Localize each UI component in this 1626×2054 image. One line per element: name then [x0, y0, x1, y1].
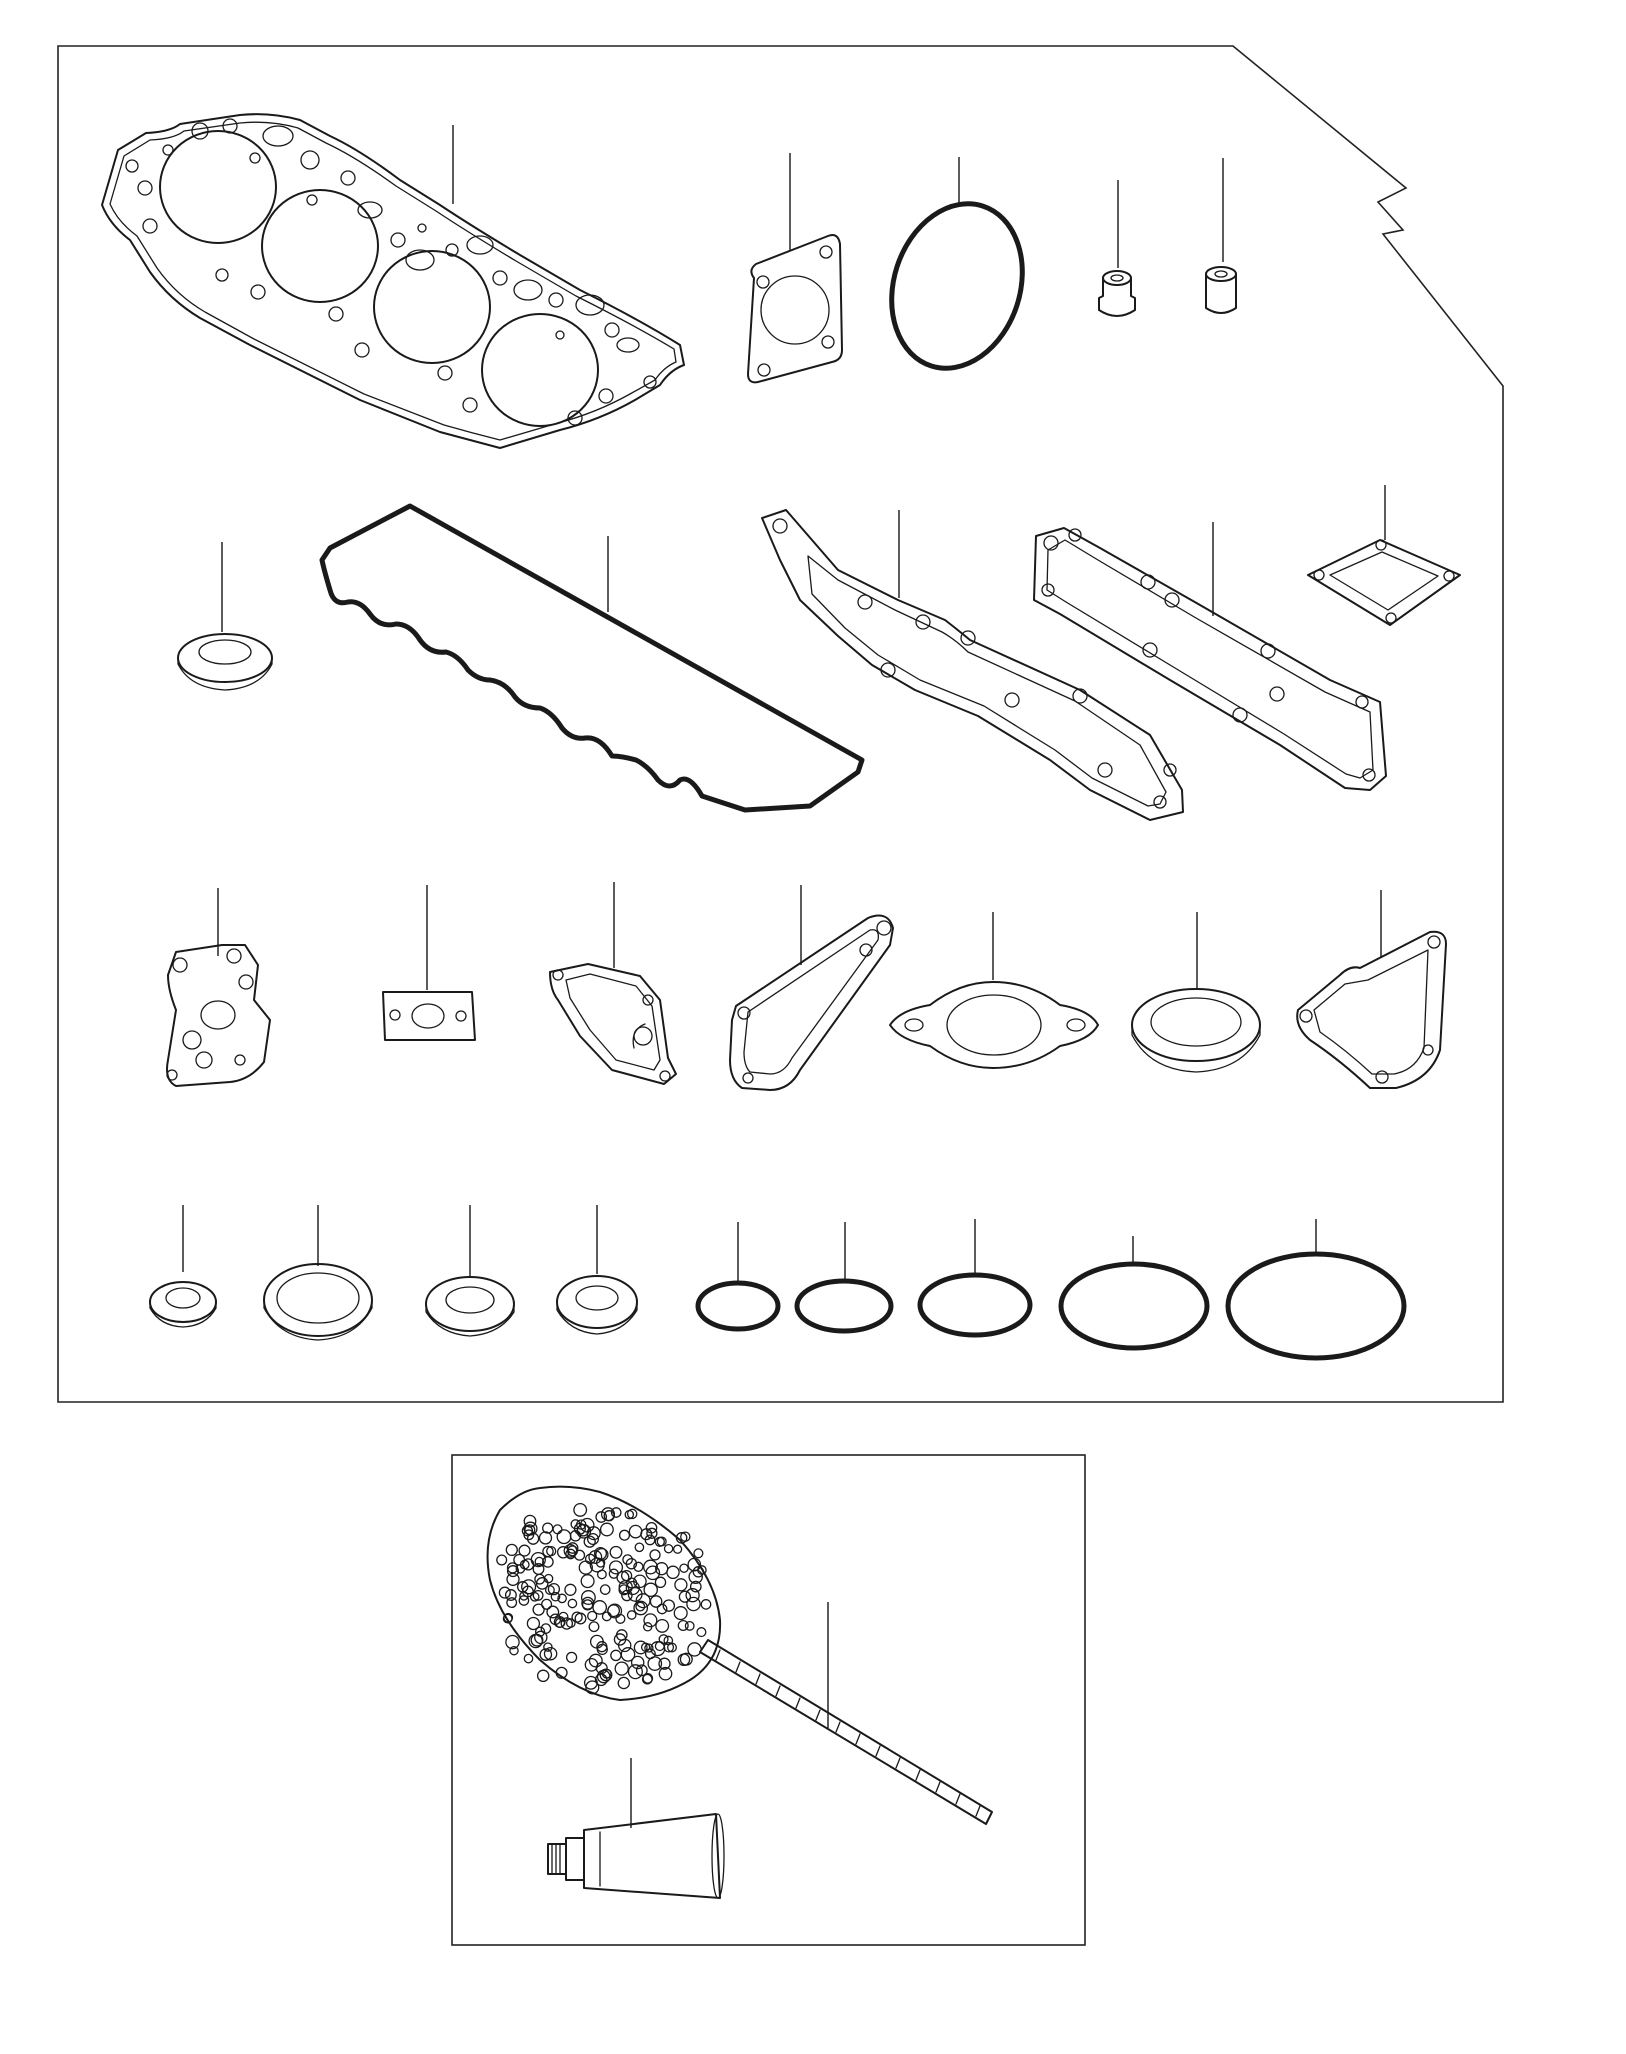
sealing-ring	[1131, 912, 1261, 1073]
washer-large	[263, 1205, 373, 1341]
o-ring-5	[1225, 1219, 1407, 1361]
large-o-ring	[889, 157, 1025, 371]
sealant-tube	[547, 1758, 725, 1899]
o-ring-1	[695, 1222, 781, 1332]
exhaust-manifold-gasket	[761, 509, 1184, 821]
rocker-cover-gasket	[319, 503, 865, 813]
oil-seal-washer	[177, 542, 273, 691]
intake-manifold-gasket	[1033, 522, 1387, 791]
cylinder-hone-brush	[486, 1485, 993, 1825]
o-ring-2	[794, 1222, 894, 1334]
valve-stem-seal	[1098, 180, 1136, 317]
washer-medium-2	[556, 1205, 638, 1335]
main-panel-border	[57, 45, 1504, 1403]
o-ring-4	[1058, 1236, 1210, 1351]
cylinder-head-gasket	[101, 113, 685, 449]
washer-medium	[425, 1205, 515, 1337]
thermostat-housing-gasket	[747, 153, 843, 384]
small-oval-gasket	[382, 885, 476, 1041]
abrasive-balls	[496, 1502, 712, 1695]
washer-small	[149, 1205, 217, 1328]
valve-guide-seal	[1205, 158, 1237, 314]
o-ring-3	[917, 1219, 1033, 1338]
square-flange-gasket	[1307, 485, 1461, 626]
water-outlet-gasket	[1296, 890, 1447, 1089]
oil-cooler-gasket	[549, 882, 677, 1085]
inset-panel-border	[451, 1454, 1086, 1946]
water-pump-gasket	[166, 888, 271, 1087]
triangular-bracket-gasket	[729, 885, 894, 1091]
two-bolt-flange-gasket	[889, 912, 1099, 1069]
